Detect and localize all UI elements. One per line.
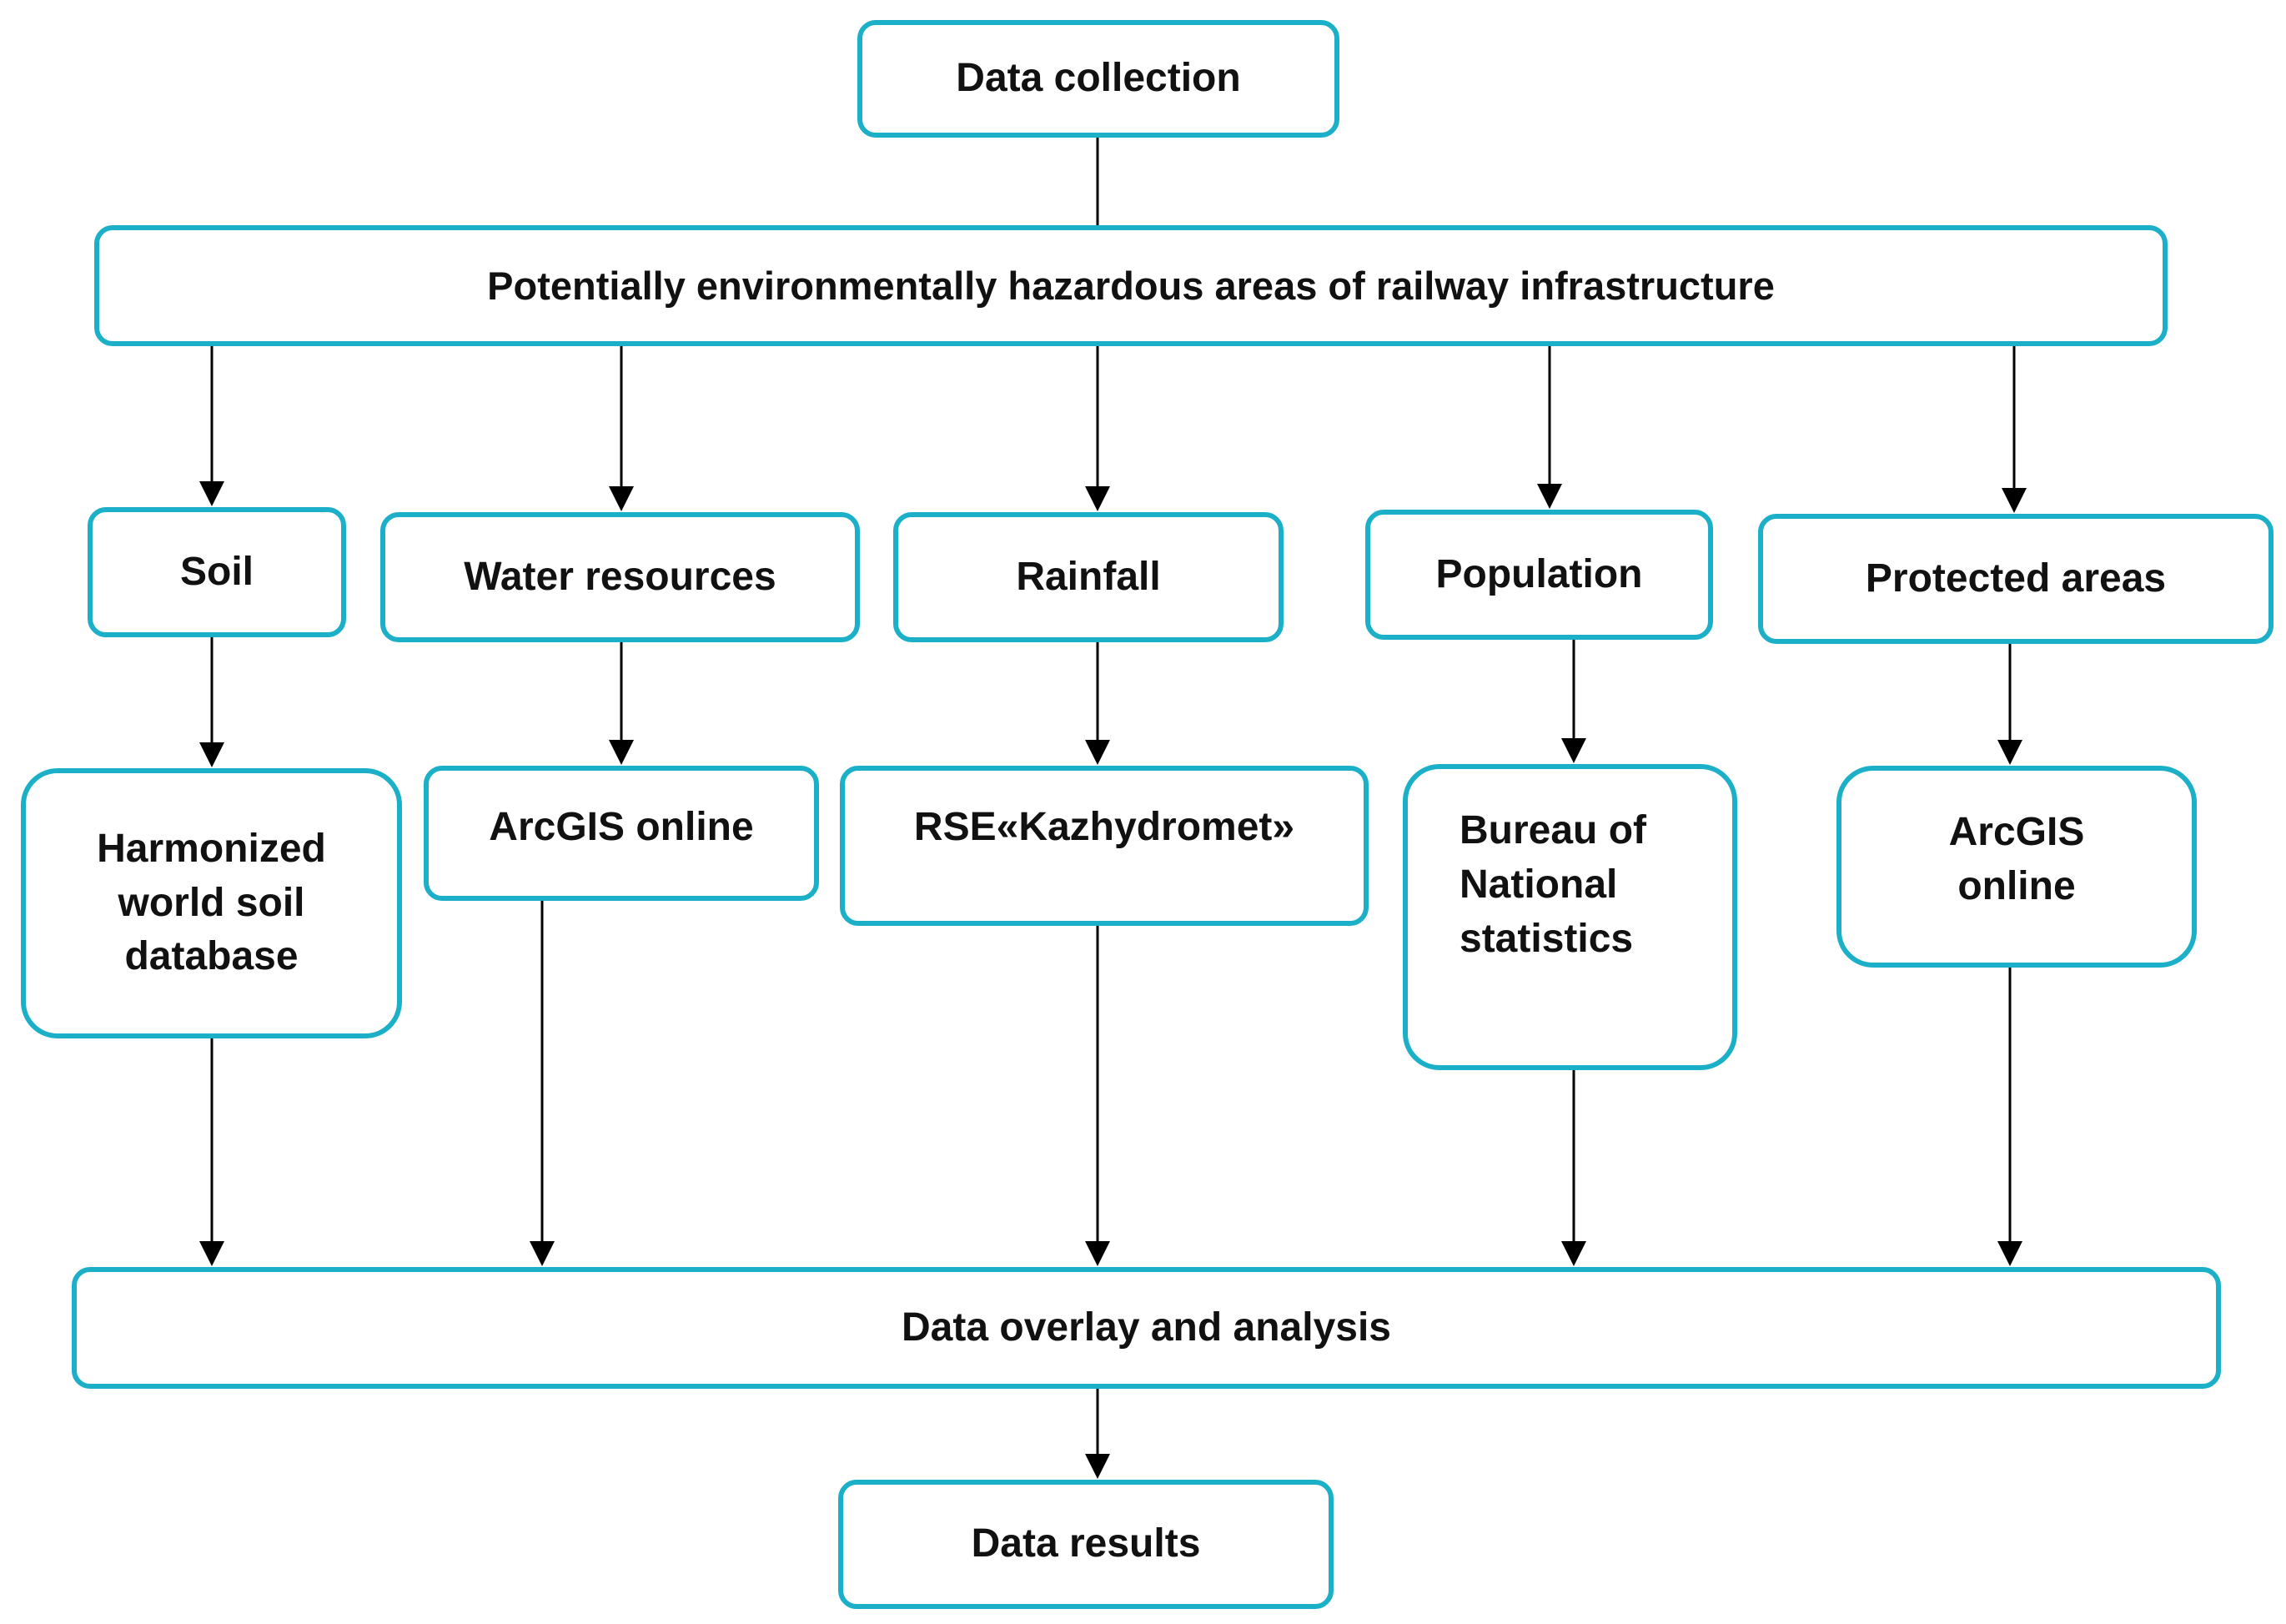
data-overlay-analysis-box: Data overlay and analysis <box>72 1267 2221 1389</box>
category-population-box: Population <box>1365 510 1713 640</box>
data-collection-box: Data collection <box>857 20 1339 138</box>
category-protected-label: Protected areas <box>1865 556 2167 601</box>
data-overlay-analysis-label: Data overlay and analysis <box>902 1305 1391 1350</box>
category-soil-box: Soil <box>88 507 346 637</box>
data-collection-label: Data collection <box>956 56 1241 101</box>
category-water-label: Water resources <box>464 554 776 599</box>
source-arcgis-box: ArcGIS online <box>424 766 819 901</box>
category-rainfall-box: Rainfall <box>893 512 1284 642</box>
category-water-box: Water resources <box>380 512 860 642</box>
data-results-box: Data results <box>838 1480 1334 1609</box>
source-hwsd-box: Harmonized world soil database <box>21 768 402 1038</box>
source-bureau-box: Bureau of National statistics <box>1403 764 1737 1070</box>
source-arcgis2-box: ArcGIS online <box>1836 766 2197 968</box>
source-arcgis2-label: ArcGIS online <box>1948 810 2085 908</box>
hazardous-areas-label: Potentially environmentally hazardous ar… <box>487 263 1775 308</box>
category-protected-box: Protected areas <box>1758 514 2273 644</box>
source-hwsd-label: Harmonized world soil database <box>97 826 326 979</box>
category-population-label: Population <box>1435 551 1643 596</box>
source-kazhydromet-label: RSE«Kazhydromet» <box>913 805 1295 849</box>
category-rainfall-label: Rainfall <box>1016 554 1161 599</box>
hazardous-areas-box: Potentially environmentally hazardous ar… <box>94 225 2168 346</box>
data-results-label: Data results <box>971 1521 1201 1566</box>
category-soil-label: Soil <box>179 549 254 594</box>
source-bureau-label: Bureau of National statistics <box>1460 808 1647 961</box>
source-arcgis-label: ArcGIS online <box>489 805 754 849</box>
source-kazhydromet-box: RSE«Kazhydromet» <box>840 766 1369 926</box>
